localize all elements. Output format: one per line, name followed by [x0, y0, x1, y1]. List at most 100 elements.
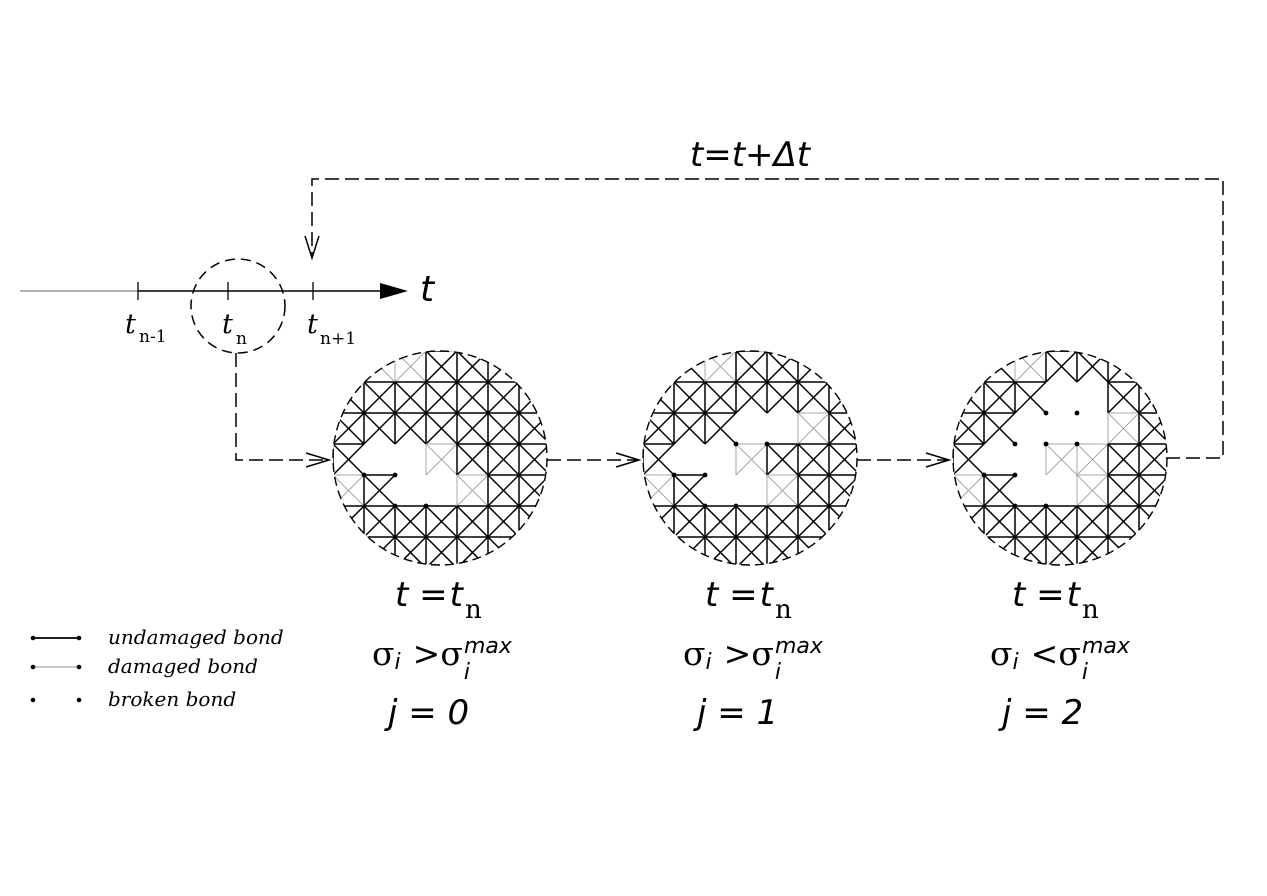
bond	[333, 536, 365, 565]
stage-2-caption: t =tn σi<σimax j = 2	[990, 575, 1131, 733]
bond	[487, 412, 520, 445]
stage-1-caption: t =tn σi>σimax j = 1	[683, 575, 824, 733]
lattice-boundary-0	[332, 350, 548, 566]
bond	[1014, 505, 1047, 538]
bond	[1045, 351, 1078, 383]
bond	[828, 351, 857, 383]
legend-damaged-node-b	[76, 664, 82, 670]
lattice-node	[423, 503, 429, 509]
bond	[828, 536, 857, 565]
lattice-node	[702, 503, 708, 509]
bond	[953, 536, 985, 565]
bond	[828, 536, 857, 565]
bond	[456, 412, 489, 445]
bond	[983, 536, 1016, 565]
bond	[735, 351, 768, 383]
bond	[333, 443, 365, 476]
time-axis-label: t	[420, 269, 436, 310]
feedback-loop	[311, 178, 1224, 459]
bond	[673, 474, 706, 507]
bond	[363, 474, 396, 507]
bond	[643, 443, 675, 476]
bond	[518, 443, 547, 476]
lattice-node	[1074, 410, 1080, 416]
bond	[425, 443, 458, 476]
bond	[643, 536, 675, 565]
lattice-node	[361, 472, 367, 478]
legend-damaged-node-a	[30, 664, 36, 670]
bond	[1138, 536, 1167, 565]
bond	[797, 474, 830, 507]
bond	[425, 351, 458, 383]
bond	[643, 351, 675, 383]
bond	[394, 505, 427, 538]
lattice-node	[1043, 410, 1049, 416]
bond	[1107, 536, 1140, 565]
bond	[1107, 505, 1140, 538]
bond	[983, 505, 1016, 538]
bond	[797, 351, 830, 383]
stage-1-time: t =tn	[705, 575, 792, 625]
bond	[363, 505, 396, 538]
bond	[953, 351, 985, 383]
bond	[456, 443, 489, 476]
lattice-node	[981, 472, 987, 478]
bond	[735, 443, 768, 476]
bond	[953, 536, 985, 565]
lattice-node	[392, 503, 398, 509]
bond	[333, 505, 365, 538]
stage-0-time: t =tn	[395, 575, 482, 625]
legend-broken-label: broken bond	[108, 687, 236, 711]
bond	[828, 443, 857, 476]
lattice-node	[392, 472, 398, 478]
lattice-boundary-1	[642, 350, 858, 566]
stage-0-caption: t =tn σi>σimax j = 0	[372, 575, 513, 733]
bond	[673, 536, 706, 565]
bond	[953, 505, 985, 538]
bond	[1107, 412, 1140, 445]
bond	[487, 536, 520, 565]
lattice-node	[733, 503, 739, 509]
bond	[518, 536, 547, 565]
loop-label: t=t+Δt	[690, 135, 812, 175]
bond	[1076, 505, 1109, 538]
bond	[333, 351, 365, 383]
legend-damaged: damaged bond	[30, 654, 258, 678]
bond	[394, 381, 427, 414]
bond	[1107, 381, 1140, 414]
bond	[1138, 351, 1167, 383]
tick-label-n-minus-1: t	[125, 309, 136, 340]
bond	[518, 351, 547, 383]
bond	[487, 505, 520, 538]
bond	[363, 412, 396, 445]
stage-2-iteration: j = 2	[998, 693, 1083, 733]
bond	[797, 412, 830, 445]
bond	[1014, 381, 1047, 414]
lattice-node	[1012, 472, 1018, 478]
bond	[1107, 443, 1140, 476]
lattice-node	[671, 472, 677, 478]
legend-damaged-label: damaged bond	[108, 654, 258, 678]
bond	[735, 505, 768, 538]
bond	[766, 443, 799, 476]
tick-sub-n: n	[236, 329, 247, 349]
bond	[425, 381, 458, 414]
stage-0-iteration: j = 0	[384, 693, 469, 733]
bond	[394, 351, 427, 383]
bond	[643, 412, 675, 445]
legend: undamaged bond damaged bond broken bond	[30, 625, 284, 711]
bond	[518, 351, 547, 383]
bond	[1107, 474, 1140, 507]
lattice-node	[1012, 441, 1018, 447]
bond	[1138, 443, 1167, 476]
bond	[487, 443, 520, 476]
bond	[828, 351, 857, 383]
bond	[735, 381, 768, 414]
lattice-node	[1043, 503, 1049, 509]
bond	[487, 381, 520, 414]
bond	[487, 474, 520, 507]
bond	[797, 536, 830, 565]
bond	[425, 536, 458, 565]
bond	[643, 505, 675, 538]
